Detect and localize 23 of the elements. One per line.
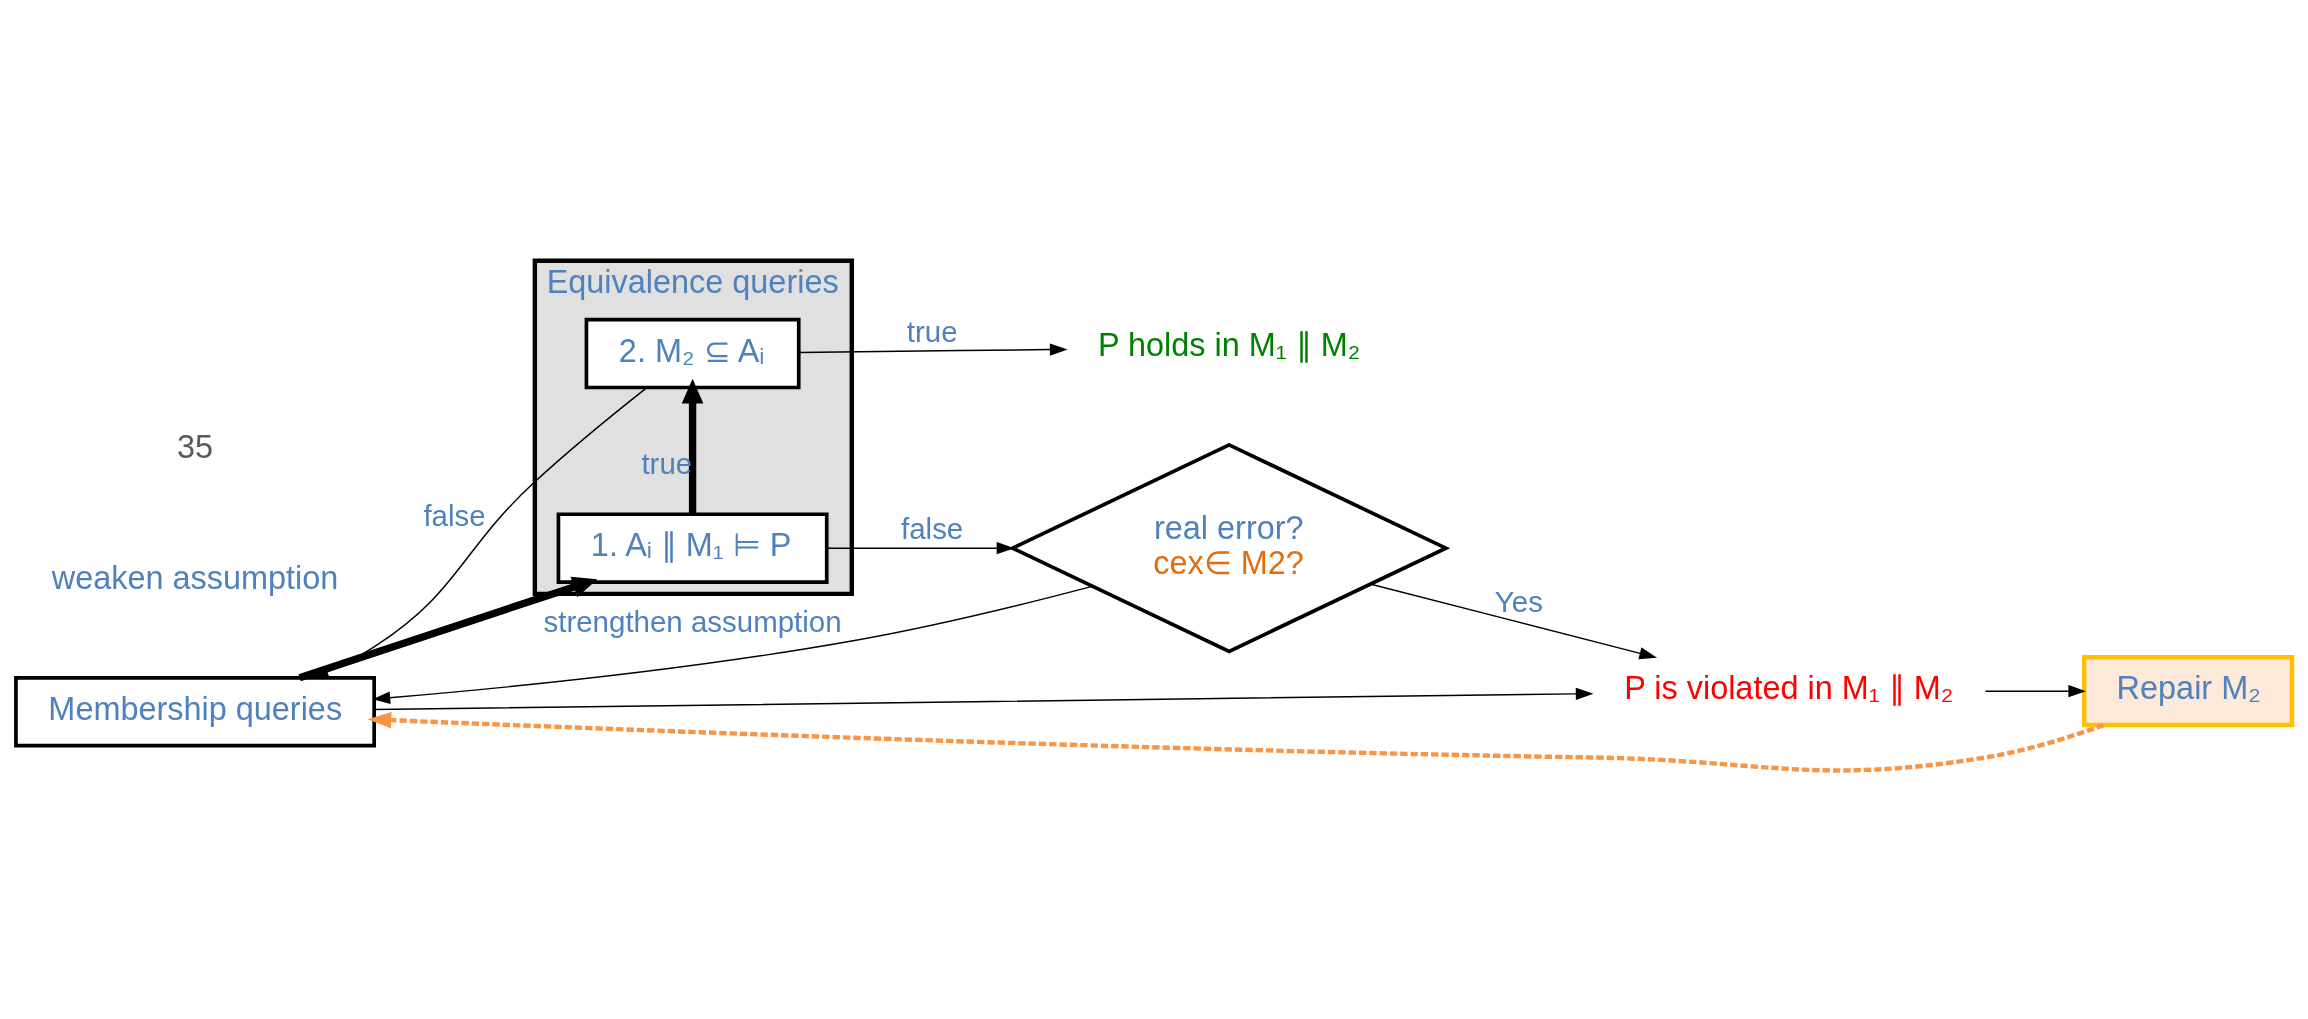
node-box: 2. M₂ ⊆ Aᵢ <box>584 317 801 389</box>
arrow <box>681 378 704 514</box>
edge-label: true <box>906 314 958 348</box>
edge-label: strengthen assumption <box>543 604 842 638</box>
node-box: Repair M₂ <box>2082 654 2295 727</box>
arrow <box>367 711 2105 773</box>
arrow <box>1984 684 2087 697</box>
node-text: P is violated in M₁ ∥ M₂ <box>1624 669 1954 706</box>
arrow <box>798 342 1068 356</box>
label: 35 <box>177 428 214 465</box>
node-text: P holds in M₁ ∥ M₂ <box>1097 326 1361 363</box>
node-diamond: real error? cex∈ M2? <box>1008 442 1451 653</box>
edge-label: false <box>423 498 486 532</box>
edge-label: false <box>901 511 964 545</box>
node-box: Membership queries <box>14 675 376 748</box>
arrow <box>373 687 1594 710</box>
arrow <box>372 585 1093 704</box>
node-box: 1. Aᵢ ∥ M₁ ⊨ P <box>556 511 829 584</box>
arrow <box>1370 583 1658 659</box>
label: weaken assumption <box>51 559 339 596</box>
arrow <box>298 576 598 681</box>
edge-label: Yes <box>1494 584 1543 618</box>
arrow <box>826 541 1015 554</box>
